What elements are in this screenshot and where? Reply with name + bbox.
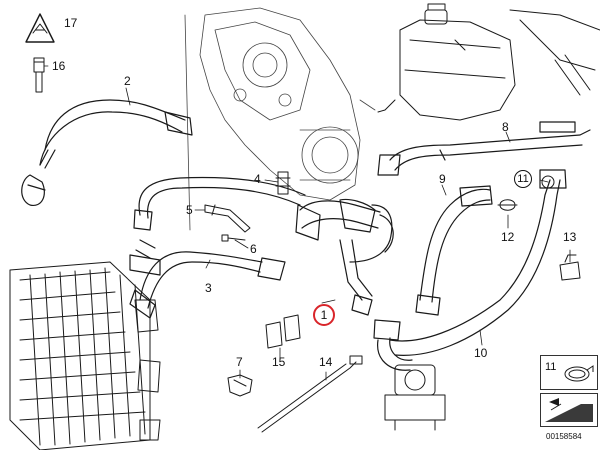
label-13: 13 <box>563 230 577 244</box>
inset-clamp-11: 11 <box>540 355 598 390</box>
clamp-11 <box>541 175 555 189</box>
clips-15 <box>265 314 301 349</box>
label-6: 6 <box>250 242 257 256</box>
label-9: 9 <box>439 172 446 186</box>
hose-9 <box>415 185 493 316</box>
label-2: 2 <box>124 74 131 88</box>
label-10: 10 <box>474 346 488 360</box>
label-17: 17 <box>64 16 78 30</box>
hose-3 <box>129 251 286 319</box>
label-8: 8 <box>502 120 509 134</box>
bypass-hose <box>129 176 306 276</box>
hose-2 <box>21 99 193 207</box>
label-12: 12 <box>501 230 515 244</box>
inset-seal-icon <box>540 393 598 427</box>
hose-10 <box>373 169 567 371</box>
hose-1 <box>295 198 394 316</box>
leader-lines <box>43 65 571 381</box>
document-id: 00158584 <box>546 432 582 441</box>
cable-tie-14 <box>257 355 363 433</box>
bracket-5 <box>204 204 251 233</box>
inset-number: 11 <box>545 361 557 373</box>
label-5: 5 <box>186 203 193 217</box>
seal-arrow-icon <box>545 398 593 422</box>
label-16: 16 <box>52 59 66 73</box>
bolt-6 <box>221 234 246 242</box>
expansion-tank <box>377 3 600 121</box>
hose-clamp-icon <box>564 365 594 382</box>
label-14: 14 <box>319 355 333 369</box>
warning-label-17 <box>25 13 55 43</box>
label-3: 3 <box>205 281 212 295</box>
engine-block-outline <box>184 7 376 231</box>
fitting-4 <box>275 171 291 195</box>
label-15: 15 <box>272 355 286 369</box>
clip-13 <box>559 254 581 281</box>
label-11-circled: 11 <box>514 170 532 188</box>
electric-water-pump <box>384 364 446 431</box>
label-7: 7 <box>236 355 243 369</box>
label-1-highlighted: 1 <box>313 304 335 326</box>
label-4: 4 <box>254 172 261 186</box>
pipe-8 <box>377 121 591 176</box>
clamp-12 <box>497 199 518 211</box>
radiator <box>9 261 161 450</box>
temp-sensor-16 <box>33 57 45 93</box>
